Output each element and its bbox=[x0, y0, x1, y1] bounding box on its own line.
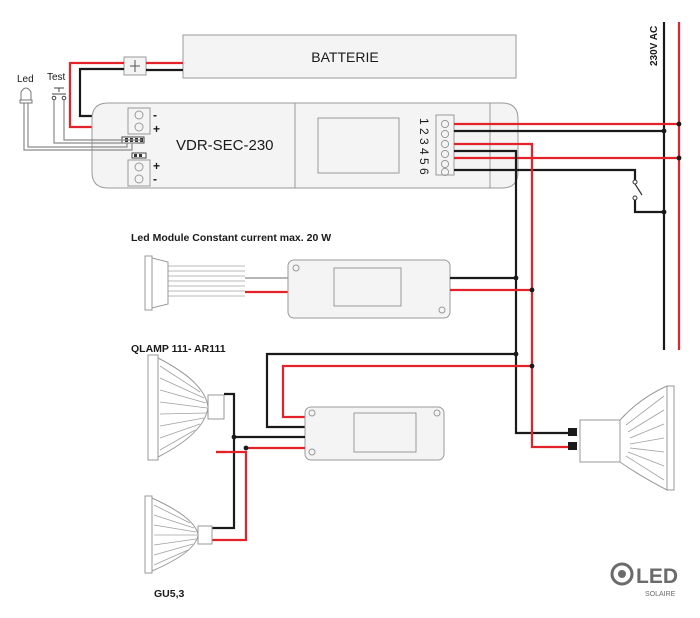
battery-label: BATTERIE bbox=[311, 49, 378, 65]
mains-rails bbox=[662, 22, 681, 350]
gu53-label: GU5,3 bbox=[154, 588, 185, 600]
battery-box bbox=[182, 34, 517, 79]
battery-terminal-minus: - bbox=[153, 108, 157, 122]
output-terminal-strip bbox=[435, 114, 455, 177]
battery-terminal-block bbox=[127, 107, 151, 135]
led-module-label: Led Module Constant current max. 20 W bbox=[131, 232, 331, 244]
led-module-lamp-icon bbox=[144, 255, 245, 311]
mains-label: 230V AC bbox=[649, 26, 660, 66]
brand-name: LED bbox=[636, 565, 678, 588]
controller-label: VDR-SEC-230 bbox=[176, 137, 274, 154]
mains-switch-icon bbox=[632, 179, 643, 201]
led-label: Led bbox=[17, 74, 34, 85]
led-indicator-icon bbox=[19, 87, 33, 111]
qlamp-label: QLAMP 111- AR111 bbox=[131, 343, 226, 355]
battery-connector bbox=[123, 56, 147, 76]
test-label: Test bbox=[47, 72, 66, 83]
lower-terminal-plus: + bbox=[153, 159, 160, 173]
lower-terminal-block bbox=[127, 159, 151, 187]
brand-tagline: SOLAIRE bbox=[645, 591, 676, 598]
qlamp-lamp-icon bbox=[147, 354, 225, 461]
qlamp-driver bbox=[304, 406, 445, 461]
brand-logo: LED SOLAIRE bbox=[610, 562, 678, 598]
gu53-lamp-icon bbox=[144, 495, 213, 574]
terminal-numbers: 1 2 3 4 5 6 bbox=[417, 118, 431, 175]
lower-terminal-minus: - bbox=[153, 172, 157, 186]
led-module-driver bbox=[287, 259, 451, 319]
battery-terminal-plus: + bbox=[153, 122, 160, 136]
right-lamp-icon bbox=[568, 385, 675, 491]
test-button-icon bbox=[51, 87, 67, 101]
controller-body bbox=[91, 102, 519, 189]
